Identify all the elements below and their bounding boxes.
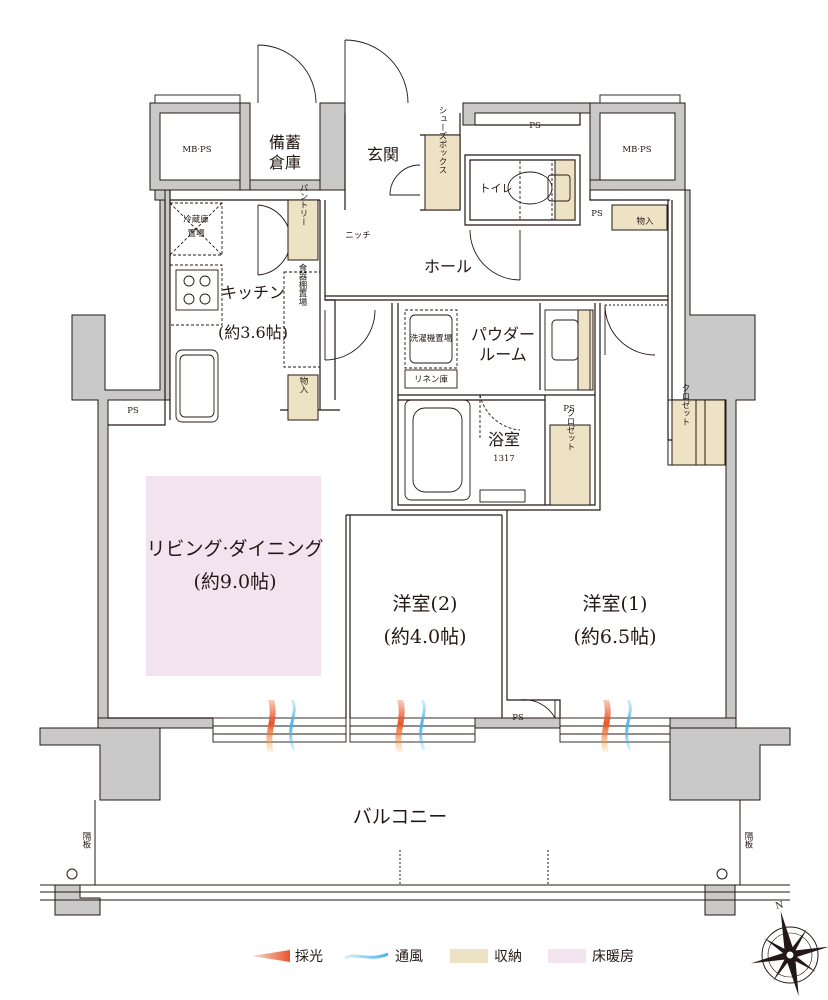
ventilation-marks — [266, 699, 632, 752]
legend-storage-swatch — [450, 949, 488, 963]
legend-floor-heating-swatch — [548, 949, 586, 963]
kitchen-size: (約3.6帖) — [218, 323, 288, 342]
ps-top-label: PS — [529, 121, 541, 131]
room1-label: 洋室(1) — [583, 593, 648, 615]
hall-label: ホール — [424, 257, 472, 276]
balcony-outline — [40, 800, 790, 901]
floor-heating-area — [146, 476, 321, 676]
linen-label: リネン庫 — [414, 374, 449, 385]
doors — [257, 39, 668, 719]
storage-label-2: 倉庫 — [269, 153, 301, 172]
washer-label: 洗濯機置場 — [410, 333, 453, 344]
partition-right-label: 隔板 — [743, 832, 753, 850]
pantry-label: パントリー — [298, 184, 308, 227]
closet-bath-storage — [549, 424, 591, 506]
partition-left-label: 隔板 — [81, 832, 91, 850]
legend: 採光 通風 収納 床暖房 — [252, 949, 634, 965]
toilet-label: トイレ — [480, 182, 513, 195]
balcony-label: バルコニー — [353, 806, 448, 828]
room-labels: MB·PS 備蓄 倉庫 玄関 シューズボックス トイレ PS MB·PS PS … — [81, 106, 753, 849]
wind-mark-room1 — [625, 699, 632, 751]
windows — [154, 94, 681, 743]
bath-label: 浴室 — [488, 430, 520, 449]
fridge-label-2: 置場 — [187, 228, 205, 239]
fixtures — [169, 159, 591, 503]
room2-label: 洋室(2) — [393, 593, 458, 615]
legend-wind-swatch — [344, 952, 389, 960]
powder-label-1: パウダー — [471, 325, 535, 344]
legend-wind-label: 通風 — [395, 949, 423, 965]
legend-sunlight-swatch — [252, 950, 290, 962]
dish-shelf-label: 食器棚置場 — [297, 263, 307, 307]
storage-label-1: 備蓄 — [269, 133, 301, 152]
living-size: (約9.0帖) — [193, 571, 276, 593]
mono-ire-top-label: 物入 — [636, 216, 654, 227]
mbps-left-label: MB·PS — [182, 145, 211, 155]
closet-room1-storage — [671, 399, 726, 466]
ps-left-label: PS — [127, 406, 139, 416]
sunlight-mark-room1 — [601, 700, 611, 752]
entrance-label: 玄関 — [367, 145, 399, 164]
compass-north-label: N — [775, 900, 785, 911]
sunlight-mark-room2 — [395, 700, 405, 752]
sunlight-mark-ld — [266, 700, 276, 752]
powder-label-2: ルーム — [479, 345, 527, 364]
room1-size: (約6.5帖) — [573, 626, 656, 648]
ps-bath-label: PS — [563, 404, 575, 414]
compass-needle-icon: N — [750, 900, 828, 997]
fridge-label-1: 冷蔵庫 — [183, 214, 209, 225]
ps-bottom-label: PS — [512, 713, 524, 723]
legend-sunlight-label: 採光 — [295, 949, 323, 965]
bath-size: 1317 — [493, 454, 515, 464]
closet-room1-label: クロゼット — [680, 384, 690, 427]
legend-storage-label: 収納 — [494, 949, 522, 965]
wind-mark-room2 — [419, 699, 426, 751]
pantry-storage — [287, 199, 319, 261]
mono-ire-kitchen-label: 物入 — [298, 376, 308, 394]
storage-areas — [287, 134, 726, 506]
kitchen-label: キッチン — [221, 283, 285, 302]
living-label: リビング·ダイニング — [146, 538, 323, 560]
ps-right-label: PS — [591, 209, 603, 219]
shoes-box-storage — [424, 134, 461, 211]
mbps-right-label: MB·PS — [622, 145, 651, 155]
exterior-walls — [39, 102, 791, 916]
compass: N — [750, 900, 828, 997]
wind-mark-ld — [289, 699, 296, 751]
niche-label: ニッチ — [345, 231, 371, 241]
closet-bath-label: クロゼット — [565, 409, 575, 452]
legend-floor-heating-label: 床暖房 — [592, 949, 634, 965]
shoes-box-label: シューズボックス — [437, 106, 447, 174]
room2-size: (約4.0帖) — [383, 626, 466, 648]
